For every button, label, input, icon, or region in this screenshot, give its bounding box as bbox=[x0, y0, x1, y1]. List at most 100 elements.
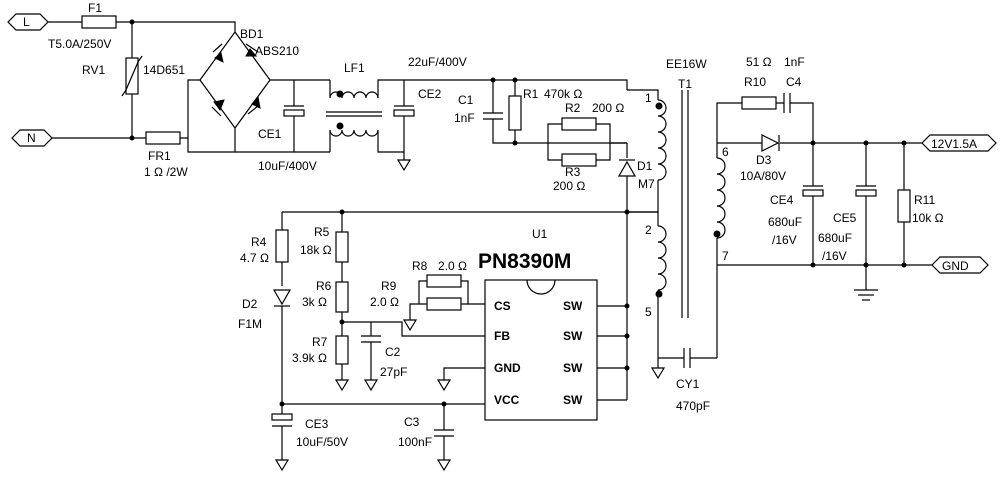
ce1-ref: CE1 bbox=[258, 127, 282, 141]
c1-ref: C1 bbox=[458, 93, 474, 107]
resistor-r10 bbox=[741, 96, 777, 110]
lf1-ref: LF1 bbox=[344, 61, 365, 75]
d2-value: F1M bbox=[238, 317, 262, 331]
t1-pin-6: 6 bbox=[722, 145, 729, 159]
pin-sw-1: SW bbox=[563, 299, 583, 313]
ce5-ref: CE5 bbox=[833, 211, 857, 225]
control-section: R4 4.7 Ω D2 F1M CE3 10uF/50V R5 18k Ω R6… bbox=[238, 209, 630, 472]
terminal-n-label: N bbox=[27, 131, 36, 145]
fuse-f1 bbox=[81, 15, 117, 29]
r8-value: 2.0 Ω bbox=[438, 259, 467, 273]
r10-ref: R10 bbox=[744, 75, 766, 89]
resistor-r7 bbox=[335, 335, 349, 365]
ground-ce2 bbox=[396, 159, 412, 172]
r6-value: 3k Ω bbox=[302, 295, 327, 309]
resistor-fr1 bbox=[145, 131, 181, 145]
terminal-12v-label: 12V1.5A bbox=[931, 137, 977, 151]
terminal-gnd-label: GND bbox=[942, 259, 969, 273]
ce2-value: 22uF/400V bbox=[408, 55, 467, 69]
d2-ref: D2 bbox=[242, 297, 258, 311]
terminal-gnd bbox=[931, 256, 989, 274]
primary-section: C1 1nF R1 470k Ω R2 200 Ω R3 200 Ω D1 M7… bbox=[404, 57, 707, 358]
d3-value: 10A/80V bbox=[740, 169, 786, 183]
r9-ref: R9 bbox=[381, 279, 397, 293]
input-section: L N F1 T5.0A/250V RV1 14D651 FR1 1 Ω /2W… bbox=[7, 1, 467, 179]
resistor-r5 bbox=[335, 231, 349, 263]
r5-value: 18k Ω bbox=[300, 243, 332, 257]
r2-value: 200 Ω bbox=[592, 101, 624, 115]
pin-sw-2: SW bbox=[563, 329, 583, 343]
choke-lf1: LF1 bbox=[294, 61, 404, 153]
pin-cs: CS bbox=[494, 299, 511, 313]
resistor-r9 bbox=[426, 297, 462, 311]
d3-ref: D3 bbox=[756, 153, 772, 167]
resistor-r3 bbox=[561, 153, 597, 167]
r4-ref: R4 bbox=[251, 235, 267, 249]
ce2-ref: CE2 bbox=[418, 87, 442, 101]
bd1-ref: BD1 bbox=[240, 27, 264, 41]
c4-ref: C4 bbox=[786, 75, 802, 89]
ce1-value: 10uF/400V bbox=[258, 159, 317, 173]
r7-value: 3.9k Ω bbox=[292, 351, 327, 365]
r10-value: 51 Ω bbox=[746, 55, 772, 69]
pin-sw-4: SW bbox=[563, 393, 583, 407]
ce4-value2: /16V bbox=[772, 233, 797, 247]
d1-ref: D1 bbox=[637, 159, 653, 173]
r9-value: 2.0 Ω bbox=[370, 295, 399, 309]
rv1-value: 14D651 bbox=[143, 63, 185, 77]
terminal-12v bbox=[921, 134, 997, 152]
terminal-l-label: L bbox=[23, 15, 30, 29]
ce4-value: 680uF bbox=[768, 215, 802, 229]
capacitor-ce3 bbox=[271, 413, 293, 421]
fr1-ref: FR1 bbox=[148, 149, 171, 163]
r8-ref: R8 bbox=[412, 259, 428, 273]
u1-ref: U1 bbox=[532, 227, 548, 241]
resistor-r6 bbox=[335, 281, 349, 313]
t1-pin-5: 5 bbox=[645, 305, 652, 319]
r2-ref: R2 bbox=[565, 101, 581, 115]
diode-d2 bbox=[272, 289, 292, 306]
d1-value: M7 bbox=[638, 177, 655, 191]
t1-pin-1: 1 bbox=[645, 91, 652, 105]
t1-value: EE16W bbox=[666, 57, 707, 71]
ce4-ref: CE4 bbox=[770, 193, 794, 207]
ce5-value2: /16V bbox=[822, 249, 847, 263]
r5-ref: R5 bbox=[314, 225, 330, 239]
rv1-ref: RV1 bbox=[82, 63, 105, 77]
ce3-value: 10uF/50V bbox=[296, 435, 348, 449]
f1-ref: F1 bbox=[88, 1, 102, 15]
bd1-value: ABS210 bbox=[255, 44, 299, 58]
ic-u1: CS FB GND VCC SW SW SW SW bbox=[484, 279, 598, 421]
c3-ref: C3 bbox=[404, 415, 420, 429]
pin-vcc: VCC bbox=[494, 393, 520, 407]
secondary-section: 6 7 51 Ω 1nF R10 C4 D3 10A/80V CE4 680uF… bbox=[713, 55, 997, 358]
r3-ref: R3 bbox=[565, 165, 581, 179]
t1-ref: T1 bbox=[678, 77, 692, 91]
diode-d3 bbox=[761, 134, 780, 152]
r6-ref: R6 bbox=[316, 279, 332, 293]
resistor-r1 bbox=[508, 95, 522, 131]
u1-part: PN8390M bbox=[478, 250, 571, 273]
r3-value: 200 Ω bbox=[553, 179, 585, 193]
ce5-value: 680uF bbox=[818, 231, 852, 245]
resistor-r8 bbox=[426, 274, 462, 288]
t1-pin-2: 2 bbox=[645, 223, 652, 237]
resistor-r2 bbox=[561, 117, 597, 131]
pin-sw-3: SW bbox=[563, 361, 583, 375]
cy1-value: 470pF bbox=[676, 399, 710, 413]
pin-gnd: GND bbox=[494, 361, 521, 375]
r1-ref: R1 bbox=[523, 87, 539, 101]
r7-ref: R7 bbox=[312, 335, 328, 349]
f1-value: T5.0A/250V bbox=[48, 37, 111, 51]
fr1-value: 1 Ω /2W bbox=[144, 165, 188, 179]
resistor-r11 bbox=[897, 189, 911, 223]
c4-value: 1nF bbox=[784, 55, 805, 69]
c1-value: 1nF bbox=[454, 111, 475, 125]
c3-value: 100nF bbox=[398, 435, 432, 449]
r4-value: 4.7 Ω bbox=[240, 251, 269, 265]
bridge-bd1: BD1 ABS210 bbox=[199, 27, 299, 130]
ycap-cy1: CY1 470pF bbox=[650, 348, 717, 413]
r1-value: 470k Ω bbox=[544, 87, 582, 101]
resistor-r4 bbox=[275, 229, 289, 263]
